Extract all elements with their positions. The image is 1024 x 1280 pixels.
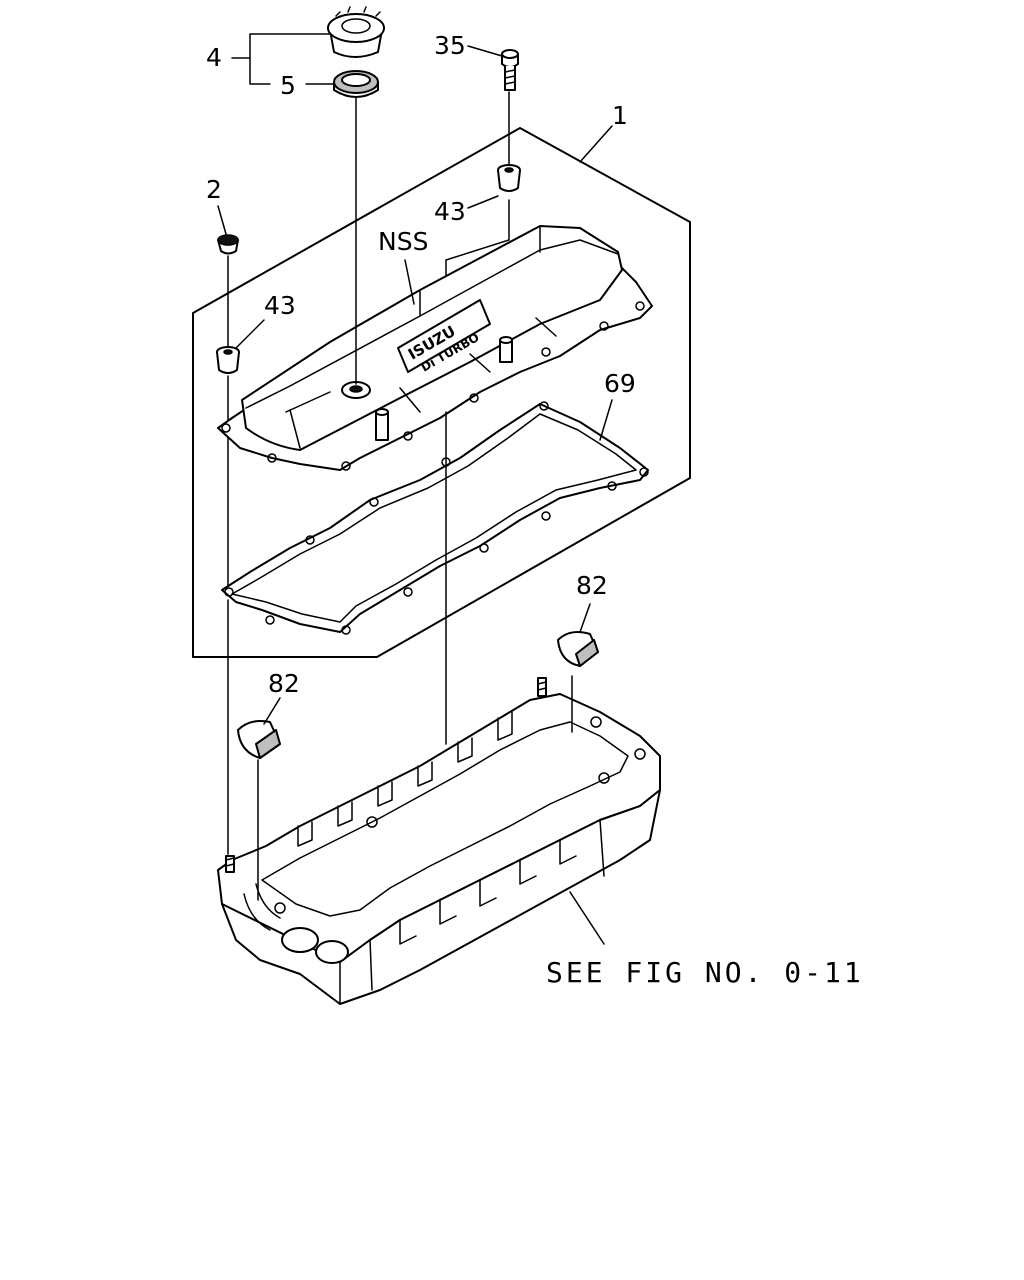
reference-note: SEE FIG NO. 0-11 — [546, 956, 864, 989]
callout-82-right: 82 — [576, 571, 608, 600]
callout-2: 2 — [206, 175, 222, 204]
cover-gasket-inner — [231, 413, 637, 623]
filler-cap-seal — [333, 70, 379, 98]
callout-5: 5 — [280, 71, 296, 100]
cover-bolt — [501, 49, 519, 91]
callout-43-lower: 43 — [264, 291, 296, 320]
leader-lines — [217, 33, 613, 945]
callout-82-left: 82 — [268, 669, 300, 698]
gasket-bolt-holes — [224, 401, 649, 635]
callout-35: 35 — [434, 31, 466, 60]
assembly-lines — [227, 91, 573, 901]
callout-nss: NSS — [378, 227, 428, 256]
cover-nut — [217, 234, 239, 255]
callout-69: 69 — [604, 369, 636, 398]
assembly-outline — [192, 127, 691, 658]
grommet-lower — [216, 346, 240, 374]
oil-filler-cap — [327, 6, 385, 58]
half-moon-plug-right — [557, 631, 599, 667]
grommet-upper — [497, 164, 521, 192]
cylinder-head — [217, 677, 661, 1005]
callout-4: 4 — [206, 43, 222, 72]
half-moon-plug-left — [237, 720, 281, 759]
cylinder-head-cover: ISUZU Di TURBO — [217, 225, 653, 471]
callout-43-upper: 43 — [434, 197, 466, 226]
callout-1: 1 — [612, 101, 628, 130]
